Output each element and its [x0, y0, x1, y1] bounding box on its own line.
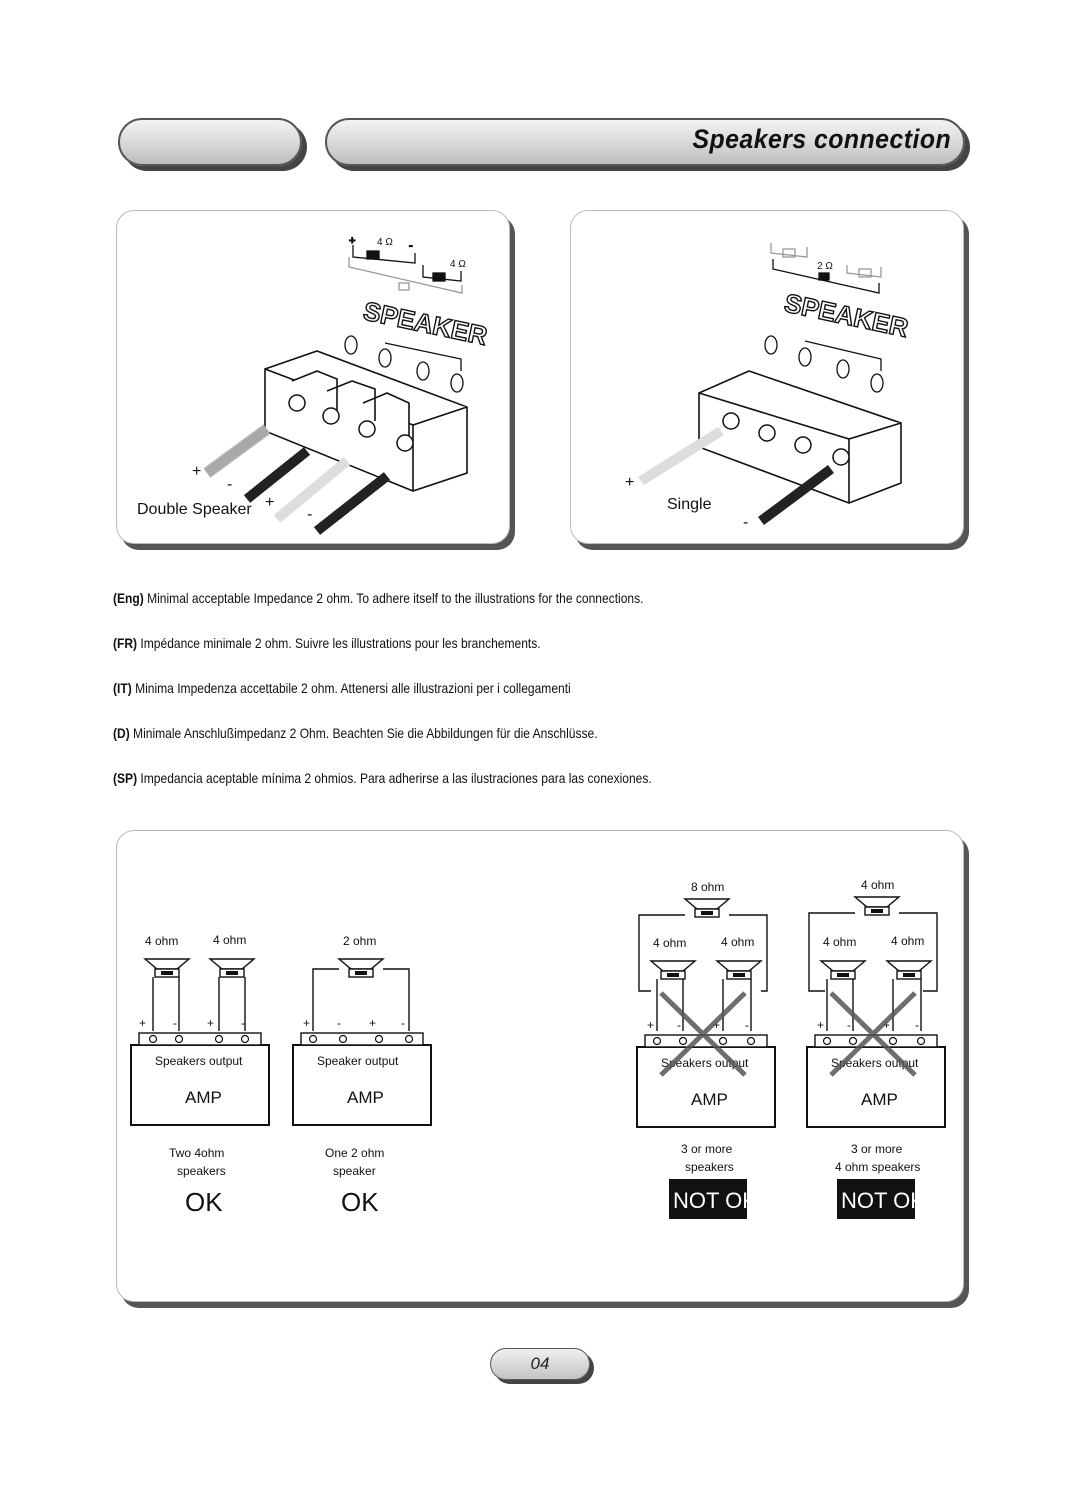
d4-speaker-label-2: 4 ohm [891, 934, 924, 948]
single-speaker-caption: Single [667, 496, 712, 513]
single-ohm: 2 Ω [817, 261, 833, 272]
d2-minus-1: - [337, 1016, 341, 1030]
d3-amp-label: AMP [691, 1090, 728, 1109]
d2-plus-1: + [303, 1016, 310, 1030]
d1-minus-2: - [241, 1016, 245, 1030]
instruction-eng: (Eng) Minimal acceptable Impedance 2 ohm… [113, 590, 644, 606]
d4-plus-2: + [883, 1018, 890, 1032]
d3-speaker-label-1: 4 ohm [653, 936, 686, 950]
double-wire-plus-1: + [192, 463, 201, 480]
header-pill-left [118, 118, 302, 166]
d1-minus-1: - [173, 1016, 177, 1030]
double-speaker-panel: + 4 Ω - 4 Ω SPEAKER [116, 210, 510, 544]
d3-minus-2: - [745, 1018, 749, 1032]
d4-desc-line1: 3 or more [851, 1142, 903, 1156]
double-plus-mark: + [349, 235, 355, 247]
double-speaker-terminal-illustration: + 4 Ω - 4 Ω SPEAKER [192, 234, 491, 535]
diagram-three-4ohm-not-ok: 4 ohm 4 ohm 4 ohm + - + - Speakers outpu… [806, 878, 946, 1219]
d4-verdict-badge [837, 1179, 915, 1219]
single-speaker-embossed-label: SPEAKER [782, 288, 911, 344]
d2-amp-label: AMP [347, 1088, 384, 1107]
d3-verdict: NOT OK [673, 1188, 757, 1213]
instruction-sp: (SP) Impedancia aceptable mínima 2 ohmio… [113, 770, 652, 786]
instruction-it: (IT) Minima Impedenza accettabile 2 ohm.… [113, 680, 571, 696]
diagram-three-speakers-not-ok: 8 ohm 4 ohm 4 ohm + - + - Speakers outpu… [636, 880, 776, 1219]
single-wire-minus: - [743, 514, 748, 531]
amp-wiring-panel: 4 ohm 4 ohm + - + - Speakers output AMP … [116, 830, 964, 1302]
double-wire-minus-2: - [307, 506, 312, 523]
d4-cross-icon [829, 991, 917, 1077]
d1-desc-line2: speakers [177, 1164, 226, 1178]
single-speaker-panel: 2 Ω SPEAKER + - Single [570, 210, 964, 544]
d2-minus-2: - [401, 1016, 405, 1030]
page-number: 04 [490, 1348, 590, 1380]
double-ohm-left: 4 Ω [377, 237, 393, 248]
d2-verdict: OK [341, 1187, 379, 1217]
d4-desc-line2: 4 ohm speakers [835, 1160, 920, 1174]
double-ohm-right: 4 Ω [450, 259, 466, 270]
d1-output-label: Speakers output [155, 1054, 243, 1068]
header-pill-title: Speakers connection [325, 118, 965, 166]
d2-desc-line1: One 2 ohm [325, 1146, 384, 1160]
double-minus-mark: - [409, 240, 413, 252]
d4-verdict: NOT OK [841, 1188, 925, 1213]
d1-verdict: OK [185, 1187, 223, 1217]
instruction-d: (D) Minimale Anschlußimpedanz 2 Ohm. Bea… [113, 725, 598, 741]
d3-speaker-label-2: 4 ohm [721, 935, 754, 949]
d4-speaker-label-1: 4 ohm [823, 935, 856, 949]
diagram-one-2ohm: 2 ohm + - + - Speaker output AMP One 2 o… [292, 934, 432, 1217]
diagram-two-4ohm: 4 ohm 4 ohm + - + - Speakers output AMP … [130, 933, 270, 1217]
d3-desc-line1: 3 or more [681, 1142, 733, 1156]
d3-cross-icon [659, 991, 747, 1077]
amp-wiring-diagrams: 4 ohm 4 ohm + - + - Speakers output AMP … [130, 878, 946, 1219]
d3-desc-line2: speakers [685, 1160, 734, 1174]
double-speaker-embossed-label: SPEAKER [361, 296, 490, 352]
d1-amp-label: AMP [185, 1088, 222, 1107]
d1-speaker-label-2: 4 ohm [213, 933, 246, 947]
d2-output-label: Speaker output [317, 1054, 399, 1068]
d4-amp-label: AMP [861, 1090, 898, 1109]
single-wire-plus: + [625, 474, 634, 491]
d1-desc-line1: Two 4ohm [169, 1146, 224, 1160]
d2-speaker-label: 2 ohm [343, 934, 376, 948]
double-wire-plus-2: + [265, 494, 274, 511]
d1-plus-1: + [139, 1016, 146, 1030]
double-wire-minus-1: - [227, 476, 232, 493]
d3-speaker-label-top: 8 ohm [691, 880, 724, 894]
page-title: Speakers connection [692, 124, 951, 154]
double-speaker-caption: Double Speaker [137, 501, 252, 518]
d3-verdict-badge [669, 1179, 747, 1219]
d2-desc-line2: speaker [333, 1164, 376, 1178]
d3-plus-2: + [713, 1018, 720, 1032]
d4-minus-2: - [915, 1018, 919, 1032]
d4-speaker-label-top: 4 ohm [861, 878, 894, 892]
single-speaker-terminal-illustration: 2 Ω SPEAKER + - [625, 243, 912, 531]
d3-plus-1: + [647, 1018, 654, 1032]
d4-minus-1: - [847, 1018, 851, 1032]
d3-minus-1: - [677, 1018, 681, 1032]
d2-plus-2: + [369, 1016, 376, 1030]
d4-plus-1: + [817, 1018, 824, 1032]
d1-plus-2: + [207, 1016, 214, 1030]
instruction-fr: (FR) Impédance minimale 2 ohm. Suivre le… [113, 635, 541, 651]
d1-speaker-label-1: 4 ohm [145, 934, 178, 948]
